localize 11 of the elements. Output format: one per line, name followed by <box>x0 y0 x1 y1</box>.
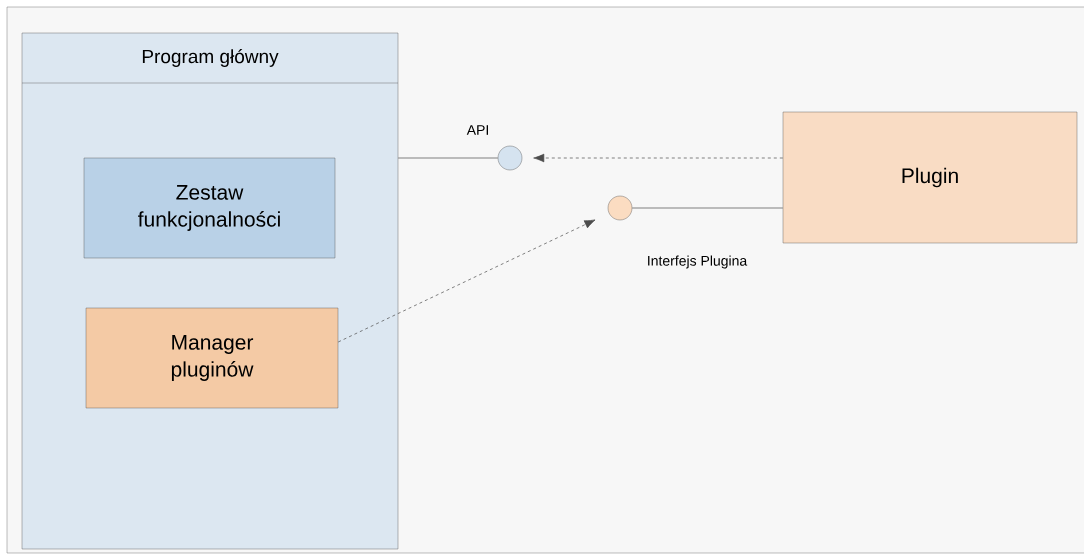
node-caption: API <box>466 125 488 135</box>
component-box: Zestaw funkcjonalności <box>83 157 336 259</box>
node-caption: Interfejs Plugina <box>648 255 748 269</box>
connector <box>397 157 499 159</box>
interface-circle <box>607 195 633 221</box>
connector <box>631 207 784 209</box>
interface-circle <box>497 145 523 171</box>
connector <box>533 153 784 163</box>
connector <box>337 219 596 343</box>
component-box: Plugin <box>782 111 1078 244</box>
component-box: Manager pluginów <box>85 307 339 409</box>
